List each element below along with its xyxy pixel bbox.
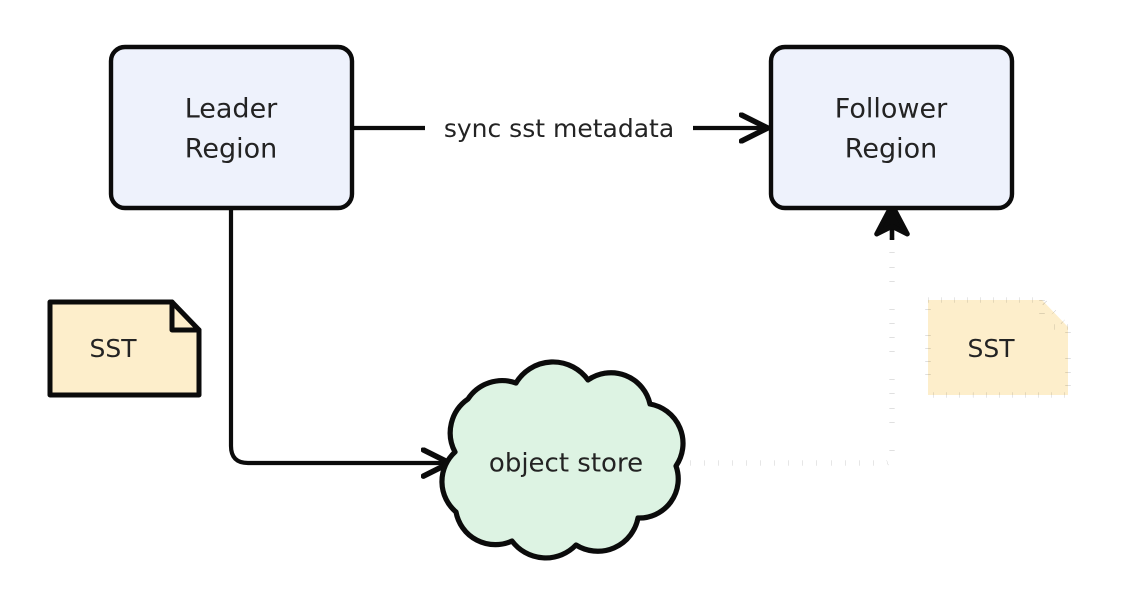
- edge-line-leader-object-store: [228, 209, 447, 463]
- edge-object-store-to-follower: [690, 202, 910, 466]
- sst-follower-body[interactable]: [925, 297, 1071, 398]
- object-store-label: object store: [489, 449, 643, 479]
- follower-region-label-line1: Follower: [835, 94, 948, 125]
- edge-label-backdrop: [425, 108, 693, 150]
- node-sst-leader[interactable]: SST: [47, 299, 202, 398]
- leader-region-label-line2: Region: [185, 134, 277, 165]
- node-sst-follower[interactable]: SST: [925, 297, 1071, 398]
- sst-follower-label: SST: [967, 334, 1015, 363]
- node-follower-region[interactable]: Follower Region: [768, 44, 1015, 211]
- edge-label-sync-sst-metadata: sync sst metadata: [444, 114, 674, 143]
- edge-leader-to-follower: sync sst metadata: [354, 108, 765, 150]
- edge-leader-to-object-store: [228, 209, 447, 463]
- node-object-store[interactable]: object store: [439, 359, 686, 561]
- edge-line-object-store-follower: [690, 225, 895, 466]
- sst-leader-label: SST: [89, 334, 137, 363]
- leader-region-box[interactable]: [108, 44, 355, 211]
- object-store-cloud-shape[interactable]: [439, 359, 686, 561]
- leader-region-label-line1: Leader: [185, 94, 278, 125]
- node-leader-region[interactable]: Leader Region: [108, 44, 355, 211]
- follower-region-label-line2: Region: [845, 134, 937, 165]
- follower-region-box[interactable]: [768, 44, 1015, 211]
- sst-leader-folded-corner-icon: [169, 299, 202, 333]
- sst-leader-body[interactable]: [47, 299, 202, 398]
